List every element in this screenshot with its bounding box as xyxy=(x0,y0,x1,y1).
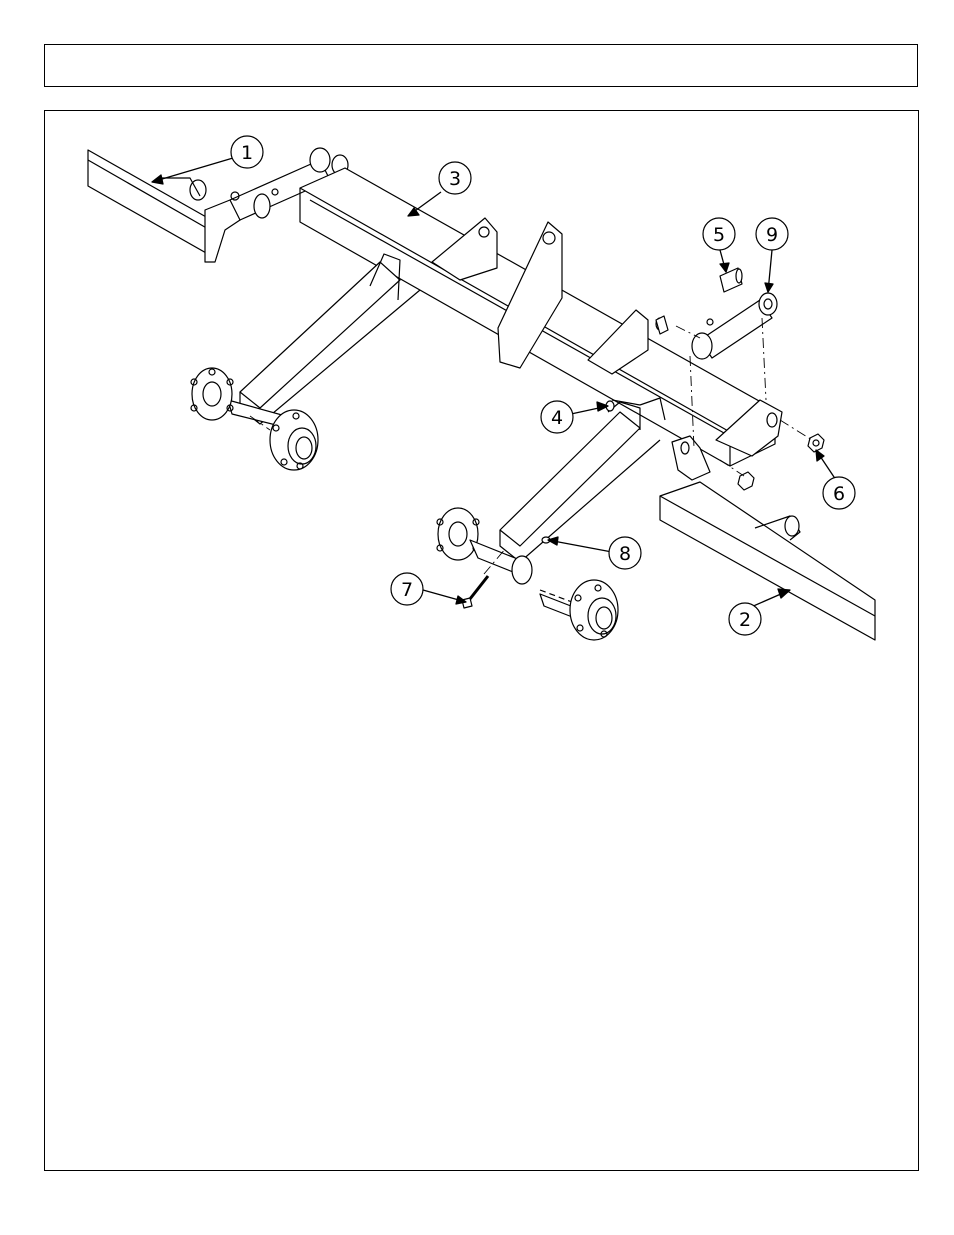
callout-5: 5 xyxy=(703,218,735,250)
callout-6: 6 xyxy=(823,477,855,509)
callout-4: 4 xyxy=(541,401,573,433)
callout-6-label: 6 xyxy=(833,483,845,505)
callout-8-label: 8 xyxy=(619,543,631,565)
callout-7-label: 7 xyxy=(401,579,413,601)
callout-9: 9 xyxy=(756,218,788,250)
callout-1-label: 1 xyxy=(241,142,253,164)
callout-2-label: 2 xyxy=(739,609,751,631)
right-wing-frame xyxy=(660,436,875,640)
callout-7: 7 xyxy=(391,573,423,605)
left-axle-assembly xyxy=(191,254,420,470)
callout-3: 3 xyxy=(439,162,471,194)
callout-3-label: 3 xyxy=(449,168,461,190)
callout-1: 1 xyxy=(231,136,263,168)
callout-9-label: 9 xyxy=(766,224,778,246)
callout-4-label: 4 xyxy=(551,407,563,429)
turnbuckle-part xyxy=(692,293,777,359)
bolt-part xyxy=(462,576,488,608)
callout-2: 2 xyxy=(729,603,761,635)
callout-8: 8 xyxy=(609,537,641,569)
left-wing-frame xyxy=(88,150,255,262)
callout-5-label: 5 xyxy=(713,224,725,246)
